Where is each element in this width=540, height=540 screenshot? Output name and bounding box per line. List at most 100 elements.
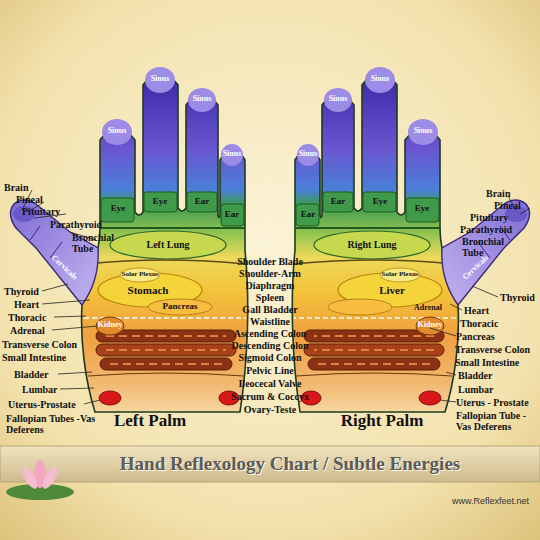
hand-illustration [292,67,529,412]
callout-label: Ileocecal Valve [238,378,301,389]
callout-label: Fallopian Tube - Vas Deferens [456,410,538,432]
kidney-zone [96,317,124,335]
ear-zone [221,204,244,226]
callout-label: Sacrum & Coccyx [231,391,309,402]
callout-label: Brain [486,188,510,199]
eye-zone [144,192,177,212]
zone-label: Ear [225,210,240,220]
chart-title: Hand Reflexology Chart / Subtle Energies [120,453,460,475]
diaphragm-line [86,260,246,264]
callout-label: Sigmoid Colon [238,352,301,363]
sinus-label: Sinus [371,75,390,84]
pancreas-zone [148,299,212,315]
callout-label: Pancreas [456,331,495,342]
zone-label: Solar Plexus [381,271,418,279]
zone-label: Liver [379,284,405,296]
palm-caption: Right Palm [341,412,424,431]
callout-label: Pineal [16,194,43,205]
callout-label: Small Intestine [2,352,66,363]
zone-label: Kidney [418,321,443,330]
thumb-joint-line [30,226,62,258]
callout-label: Transverse Colon [455,344,530,355]
sinus-label: Sinus [108,127,127,136]
zone-label: Kidney [98,321,123,330]
sinus-label: Sinus [414,127,433,136]
uterus-zone [99,391,121,405]
palm-caption: Left Palm [114,412,186,431]
callout-label: Bronchial Tube [72,232,118,254]
callout-label: Shoulder-Arm [239,268,301,279]
lotus-petal [40,465,61,491]
eye-zone [101,198,134,222]
leader-line [520,208,530,214]
callout-label: Brain [4,182,28,193]
leader-line [84,400,100,404]
zone-label: Stomach [128,284,169,296]
title-band [0,446,540,482]
sinus-zone [221,144,243,166]
spine-label: Cervicals [49,254,78,282]
zone-label: Ear [195,197,210,207]
sinus-label: Sinus [151,75,170,84]
sinus-zone [102,119,132,145]
callout-label: Ovary-Teste [244,404,296,415]
callout-label: Parathyroid [50,219,102,230]
lotus-petal [20,465,41,491]
callout-label: Heart [464,305,489,316]
callout-label: Bladder [14,369,48,380]
leader-line [450,304,462,310]
zone-label: Right Lung [347,239,396,250]
callout-label: Pituitary [470,212,508,223]
leader-line [42,284,68,291]
zone-label: Eye [373,197,388,207]
leader-line [446,372,456,375]
callout-label: Spleen [256,292,284,303]
callout-label: Ascending Colon [234,328,307,339]
zone-label: Eye [153,197,168,207]
pelvic-line [88,373,244,376]
leader-lines [22,190,530,404]
sinus-label: Sinus [223,150,242,159]
zone-line [100,227,245,229]
zone-label: Solar Plexus [121,271,158,279]
zone-label: Ear [331,197,346,207]
website-watermark: www.Reflexfeet.net [452,497,529,507]
callout-label: Diaphragm [246,280,295,291]
callout-label: Lumbar [22,384,58,395]
sinus-label: Sinus [299,150,318,159]
sinus-label: Sinus [193,95,212,104]
callout-label: Thoracic [460,318,498,329]
leader-line [440,400,456,402]
callout-label: Uterus - Prostate [456,397,529,408]
callout-label: Fallopian Tubes -Vas Deferens [6,413,98,435]
solar-plexus-zone [120,268,160,282]
callout-label: Thyroid [4,286,39,297]
zone-label: Eye [415,204,430,214]
leader-line [430,328,456,336]
sinus-label: Sinus [329,95,348,104]
intestine-stripes [106,336,226,364]
callout-label: Parathyroid [460,224,512,235]
leader-line [58,372,92,374]
zone-label: Left Lung [146,239,189,250]
spine-label: Cervicals [461,254,490,282]
callout-label: Gall Bladder [242,304,297,315]
callout-label: Thyroid [500,292,535,303]
zone-label: Ear [301,210,316,220]
lotus-decoration [6,460,74,500]
lung-zone [110,231,226,259]
leader-line [60,388,94,389]
callout-label: Descending Colon [232,340,309,351]
callout-label: Transverse Colon [2,339,77,350]
callout-label: Lumbar [458,384,494,395]
callout-label: Thoracic [8,312,46,323]
leader-line [54,316,86,317]
callout-label: Heart [14,299,39,310]
leader-line [52,326,98,330]
sinus-zone [145,67,175,93]
callout-label: Adrenal [10,325,45,336]
leader-line [472,286,498,297]
callout-label: Pineal [494,200,521,211]
